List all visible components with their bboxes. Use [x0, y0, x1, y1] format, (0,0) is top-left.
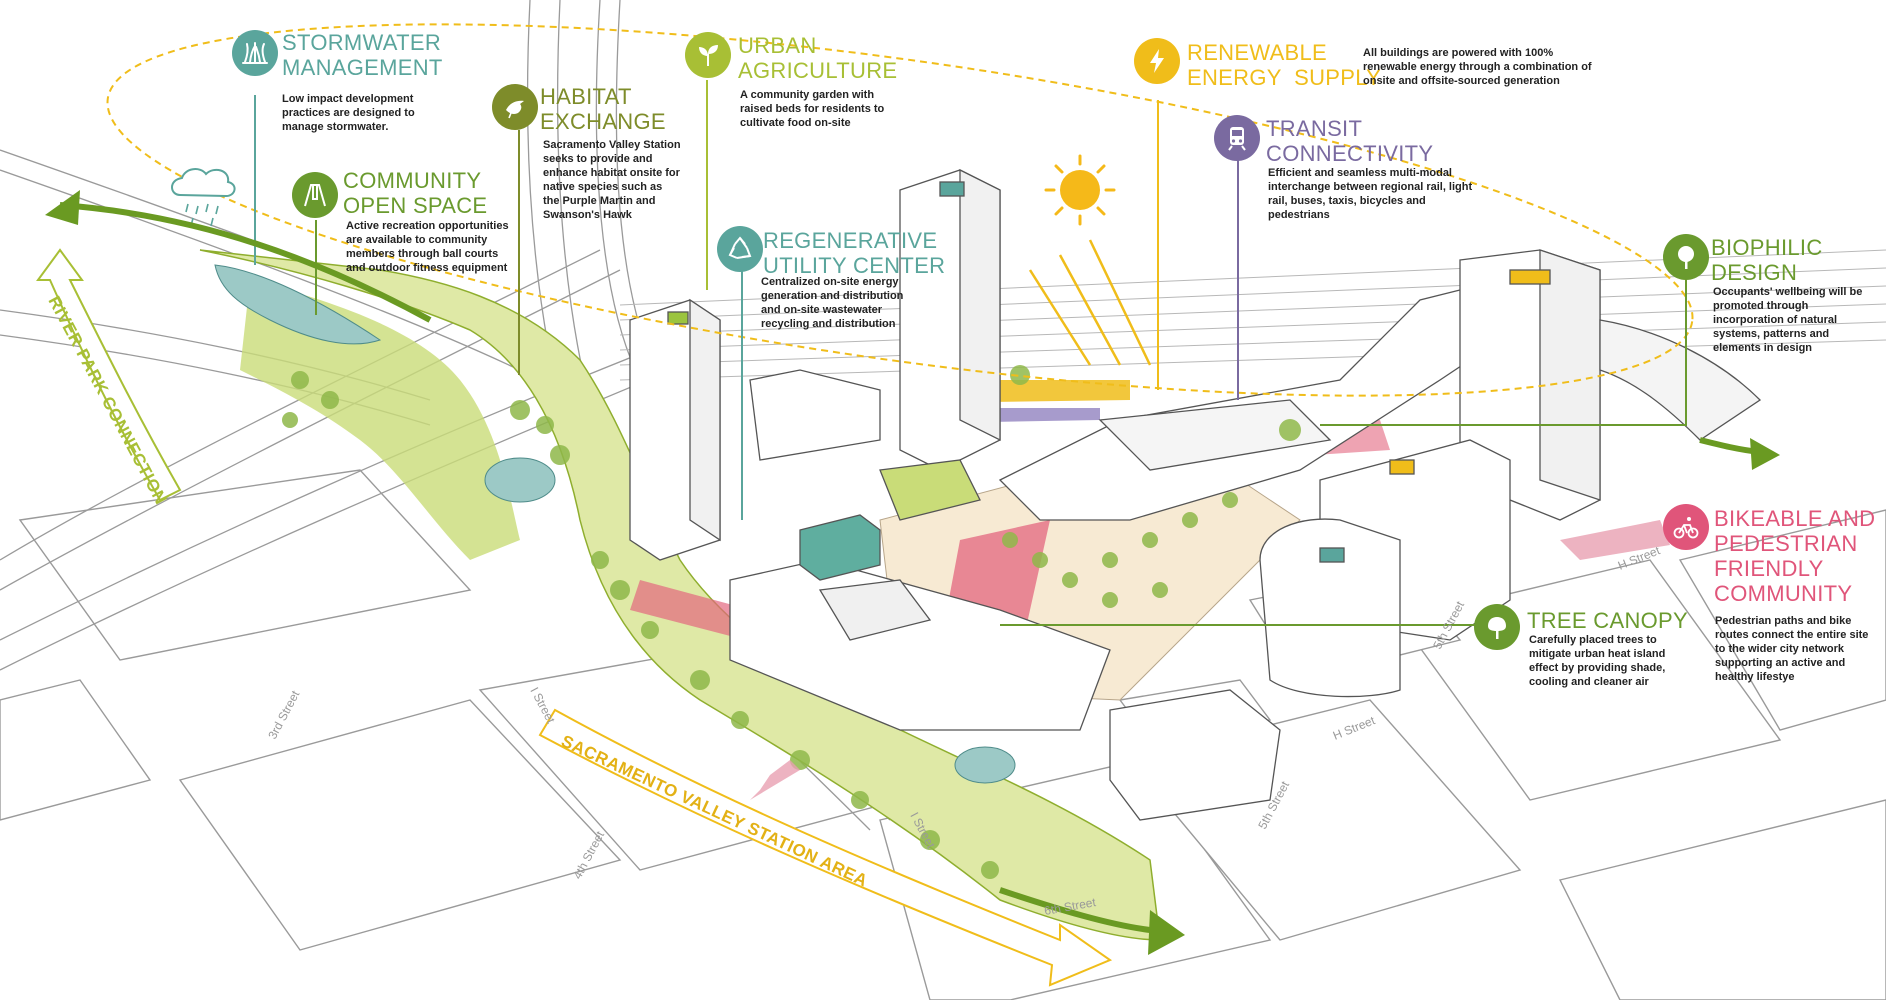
sun-icon — [1044, 154, 1116, 226]
callout-title-canopy: TREE CANOPY — [1527, 608, 1688, 633]
bird-icon — [492, 84, 538, 130]
callout-desc-agriculture: A community garden with raised beds for … — [740, 89, 885, 129]
callout-title-bikeable: BIKEABLE AND PEDESTRIAN FRIENDLY COMMUNI… — [1714, 506, 1876, 606]
leader-lines — [254, 80, 1687, 626]
callout-desc-energy: All buildings are powered with 100% rene… — [1363, 47, 1592, 87]
street-label-3rd: 3rd Street — [265, 688, 302, 742]
tree-canopy-icon — [1474, 604, 1520, 650]
callout-desc-canopy: Carefully placed trees to mitigate urban… — [1529, 634, 1666, 688]
station-connection-arrow — [999, 887, 1185, 955]
callout-title-biophilic: BIOPHILIC DESIGN — [1711, 235, 1823, 285]
lightning-icon — [1134, 38, 1180, 84]
callout-desc-open-space: Active recreation opportunities are avai… — [346, 220, 509, 274]
train-icon — [1214, 115, 1260, 161]
grass-icon — [232, 30, 278, 76]
tree-canopy-dots — [282, 365, 1301, 879]
river-park-arrow — [45, 190, 432, 323]
callout-desc-transit: Efficient and seamless multi-modal inter… — [1268, 167, 1473, 221]
callout-title-energy: RENEWABLE ENERGY SUPPLY — [1187, 40, 1382, 90]
rain-cloud-icon — [171, 168, 236, 227]
callout-desc-habitat: Sacramento Valley Station seeks to provi… — [543, 139, 681, 221]
callout-desc-stormwater: Low impact development practices are des… — [282, 93, 415, 133]
recycle-icon — [717, 226, 763, 272]
bike-icon — [1663, 504, 1709, 550]
river-park-banner-arrow: RIVER PARK CONNECTION — [36, 248, 182, 508]
sun-rays-arrows — [1028, 239, 1152, 366]
tree-icon — [1663, 234, 1709, 280]
swing-icon — [292, 172, 338, 218]
callout-title-utility: REGENERATIVE UTILITY CENTER — [763, 228, 946, 278]
callout-title-agriculture: URBAN AGRICULTURE — [738, 33, 898, 83]
east-connection-arrow — [1699, 437, 1780, 470]
park-green-area — [240, 280, 520, 560]
transit-light-rail — [990, 380, 1130, 402]
callout-title-stormwater: STORMWATER MANAGEMENT — [282, 30, 443, 80]
callout-desc-biophilic: Occupants' wellbeing will be promoted th… — [1713, 286, 1863, 354]
callout-title-habitat: HABITAT EXCHANGE — [540, 84, 666, 134]
callout-title-open-space: COMMUNITY OPEN SPACE — [343, 168, 488, 218]
river-park-connection-label: RIVER PARK CONNECTION — [44, 293, 170, 508]
sprout-icon — [685, 32, 731, 78]
callout-desc-bikeable: Pedestrian paths and bike routes connect… — [1715, 615, 1869, 683]
water-features — [214, 264, 1016, 784]
transit-light-rail-purple — [990, 408, 1100, 422]
callout-desc-utility: Centralized on-site energy generation an… — [761, 276, 904, 330]
callout-title-transit: TRANSIT CONNECTIVITY — [1266, 116, 1434, 166]
pink-bike-arrows — [750, 520, 1670, 800]
